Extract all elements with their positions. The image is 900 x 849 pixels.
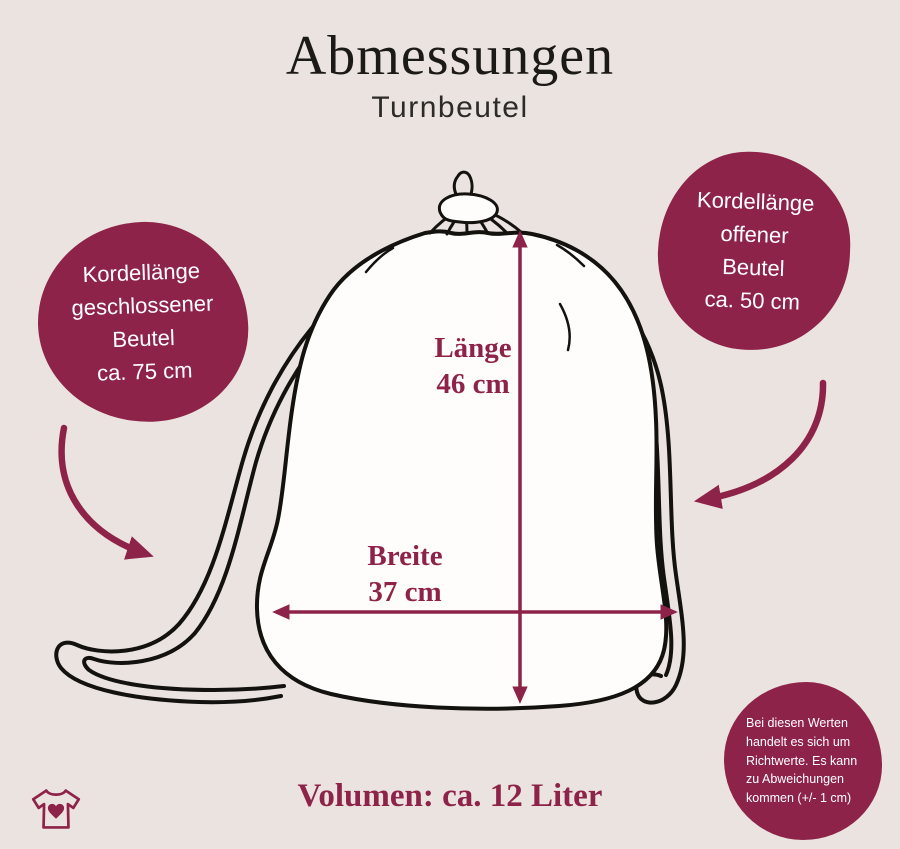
width-label-text: Breite <box>367 540 443 572</box>
disclaimer-line: Richtwerte. Es kann <box>746 753 858 768</box>
tshirt-heart-logo-icon <box>31 789 81 829</box>
header: Abmessungen Turnbeutel <box>0 24 900 125</box>
callout-line: ca. 50 cm <box>704 286 801 315</box>
callout-arrow-left <box>58 424 154 560</box>
width-value-text: 37 cm <box>368 576 442 609</box>
bag-body <box>254 229 669 711</box>
disclaimer-line: handelt es sich um <box>746 734 851 749</box>
length-label-text: Länge <box>434 332 512 364</box>
bag-knot-tip <box>452 170 474 196</box>
page-title: Abmessungen <box>285 25 615 87</box>
callout-line: Kordellänge <box>82 257 201 288</box>
callout-line: Kordellänge <box>696 186 815 217</box>
disclaimer-line: zu Abweichungen <box>746 772 844 787</box>
callout-line: Beutel <box>721 253 786 282</box>
bag-knot <box>437 192 499 225</box>
disclaimer-line: kommen (+/- 1 cm) <box>746 791 852 806</box>
callout-line: Beutel <box>111 324 176 353</box>
volume-text: Volumen: ca. 12 Liter <box>297 778 603 814</box>
callout-disclaimer: Bei diesen Werten handelt es sich um Ric… <box>724 682 882 840</box>
callout-line: offener <box>720 220 790 249</box>
length-value-text: 46 cm <box>436 368 510 401</box>
bag-cord-left-inner <box>82 255 425 692</box>
bag-drawing <box>54 170 686 711</box>
callout-line: geschlossener <box>71 290 214 321</box>
page-subtitle: Turnbeutel <box>371 91 529 124</box>
length-dimension-label: Länge 46 cm <box>398 330 548 403</box>
callout-line: ca. 75 cm <box>96 357 193 386</box>
bag-detail-lines <box>364 243 586 352</box>
width-dimension-label: Breite 37 cm <box>330 538 480 611</box>
bag-cord-left <box>54 247 416 705</box>
callout-arrow-right <box>693 379 827 509</box>
disclaimer-line: Bei diesen Werten <box>746 716 848 731</box>
